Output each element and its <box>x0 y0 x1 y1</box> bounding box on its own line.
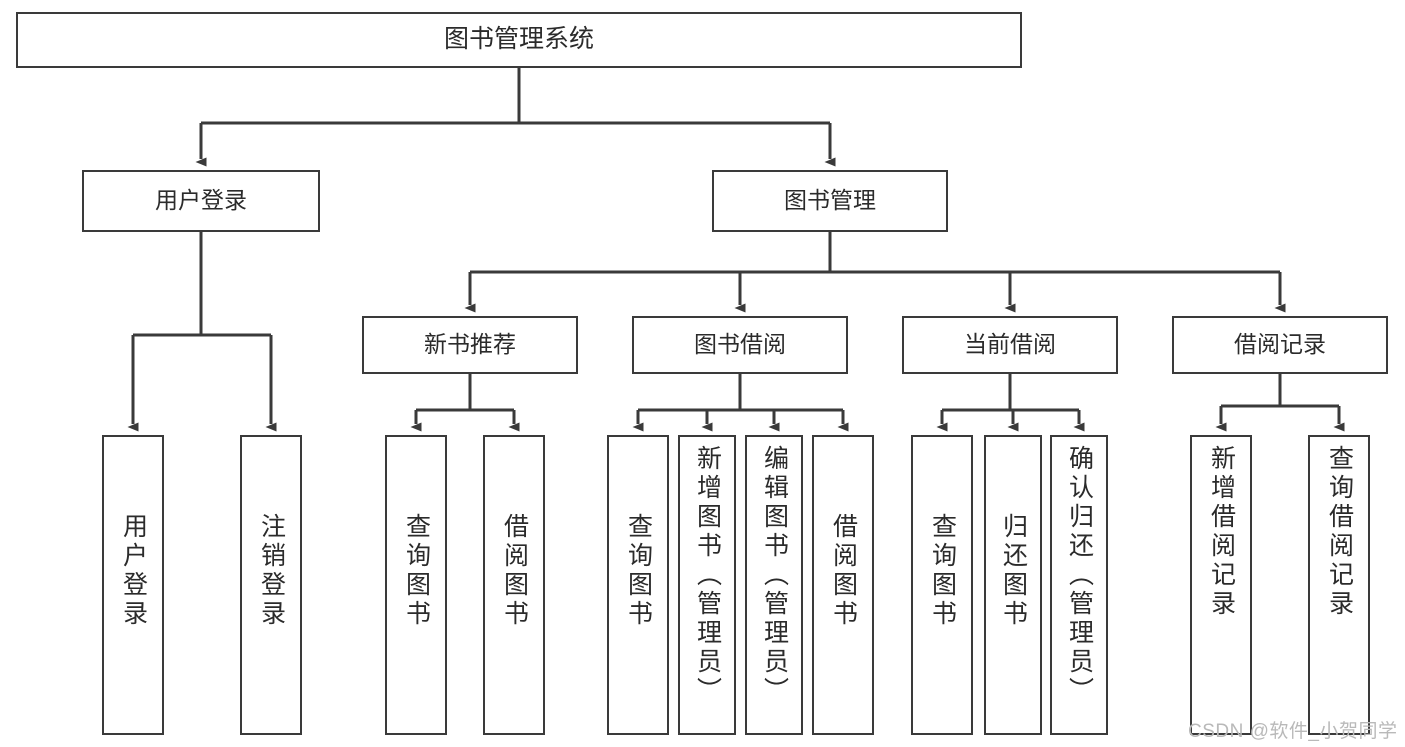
leaf-user-login[interactable]: 用户登录 <box>102 435 164 735</box>
leaf-edit-book-admin[interactable]: 编辑图书（管理员） <box>745 435 803 735</box>
node-root-label: 图书管理系统 <box>443 25 594 54</box>
node-borrow-records-label: 借阅记录 <box>1234 331 1326 358</box>
leaf-query-book-current[interactable]: 查询图书 <box>911 435 973 735</box>
leaf-query-borrow-record-label: 查询借阅记录 <box>1325 445 1354 619</box>
leaf-edit-book-admin-label: 编辑图书（管理员） <box>760 445 789 706</box>
node-user-login[interactable]: 用户登录 <box>82 170 320 232</box>
leaf-add-book-admin-label: 新增图书（管理员） <box>693 445 722 706</box>
node-current-borrowing[interactable]: 当前借阅 <box>902 316 1118 374</box>
node-book-management-label: 图书管理 <box>784 187 876 214</box>
leaf-add-borrow-record-label: 新增借阅记录 <box>1207 445 1236 619</box>
leaf-user-login-label: 用户登录 <box>119 513 148 629</box>
csdn-watermark: CSDN @软件_小贺同学 <box>1188 721 1398 742</box>
leaf-borrow-book[interactable]: 借阅图书 <box>812 435 874 735</box>
node-root[interactable]: 图书管理系统 <box>16 12 1022 68</box>
leaf-query-book-new-label: 查询图书 <box>402 513 431 629</box>
leaf-confirm-return-admin[interactable]: 确认归还（管理员） <box>1050 435 1108 735</box>
node-book-management[interactable]: 图书管理 <box>712 170 948 232</box>
node-new-book-recommendation-label: 新书推荐 <box>424 331 516 358</box>
node-borrow-records[interactable]: 借阅记录 <box>1172 316 1388 374</box>
node-new-book-recommendation[interactable]: 新书推荐 <box>362 316 578 374</box>
node-book-borrowing[interactable]: 图书借阅 <box>632 316 848 374</box>
leaf-borrow-book-new-label: 借阅图书 <box>500 513 529 629</box>
leaf-add-borrow-record[interactable]: 新增借阅记录 <box>1190 435 1252 735</box>
leaf-return-book[interactable]: 归还图书 <box>984 435 1042 735</box>
node-book-borrowing-label: 图书借阅 <box>694 331 786 358</box>
node-user-login-label: 用户登录 <box>155 187 247 214</box>
leaf-query-book-current-label: 查询图书 <box>928 513 957 629</box>
leaf-confirm-return-admin-label: 确认归还（管理员） <box>1065 445 1094 706</box>
leaf-query-borrow-record[interactable]: 查询借阅记录 <box>1308 435 1370 735</box>
leaf-add-book-admin[interactable]: 新增图书（管理员） <box>678 435 736 735</box>
node-current-borrowing-label: 当前借阅 <box>964 331 1056 358</box>
leaf-query-book-borrow-label: 查询图书 <box>624 513 653 629</box>
leaf-user-logout-label: 注销登录 <box>257 513 286 629</box>
leaf-user-logout[interactable]: 注销登录 <box>240 435 302 735</box>
leaf-borrow-book-new[interactable]: 借阅图书 <box>483 435 545 735</box>
leaf-return-book-label: 归还图书 <box>999 513 1028 629</box>
leaf-query-book-borrow[interactable]: 查询图书 <box>607 435 669 735</box>
leaf-query-book-new[interactable]: 查询图书 <box>385 435 447 735</box>
leaf-borrow-book-label: 借阅图书 <box>829 513 858 629</box>
